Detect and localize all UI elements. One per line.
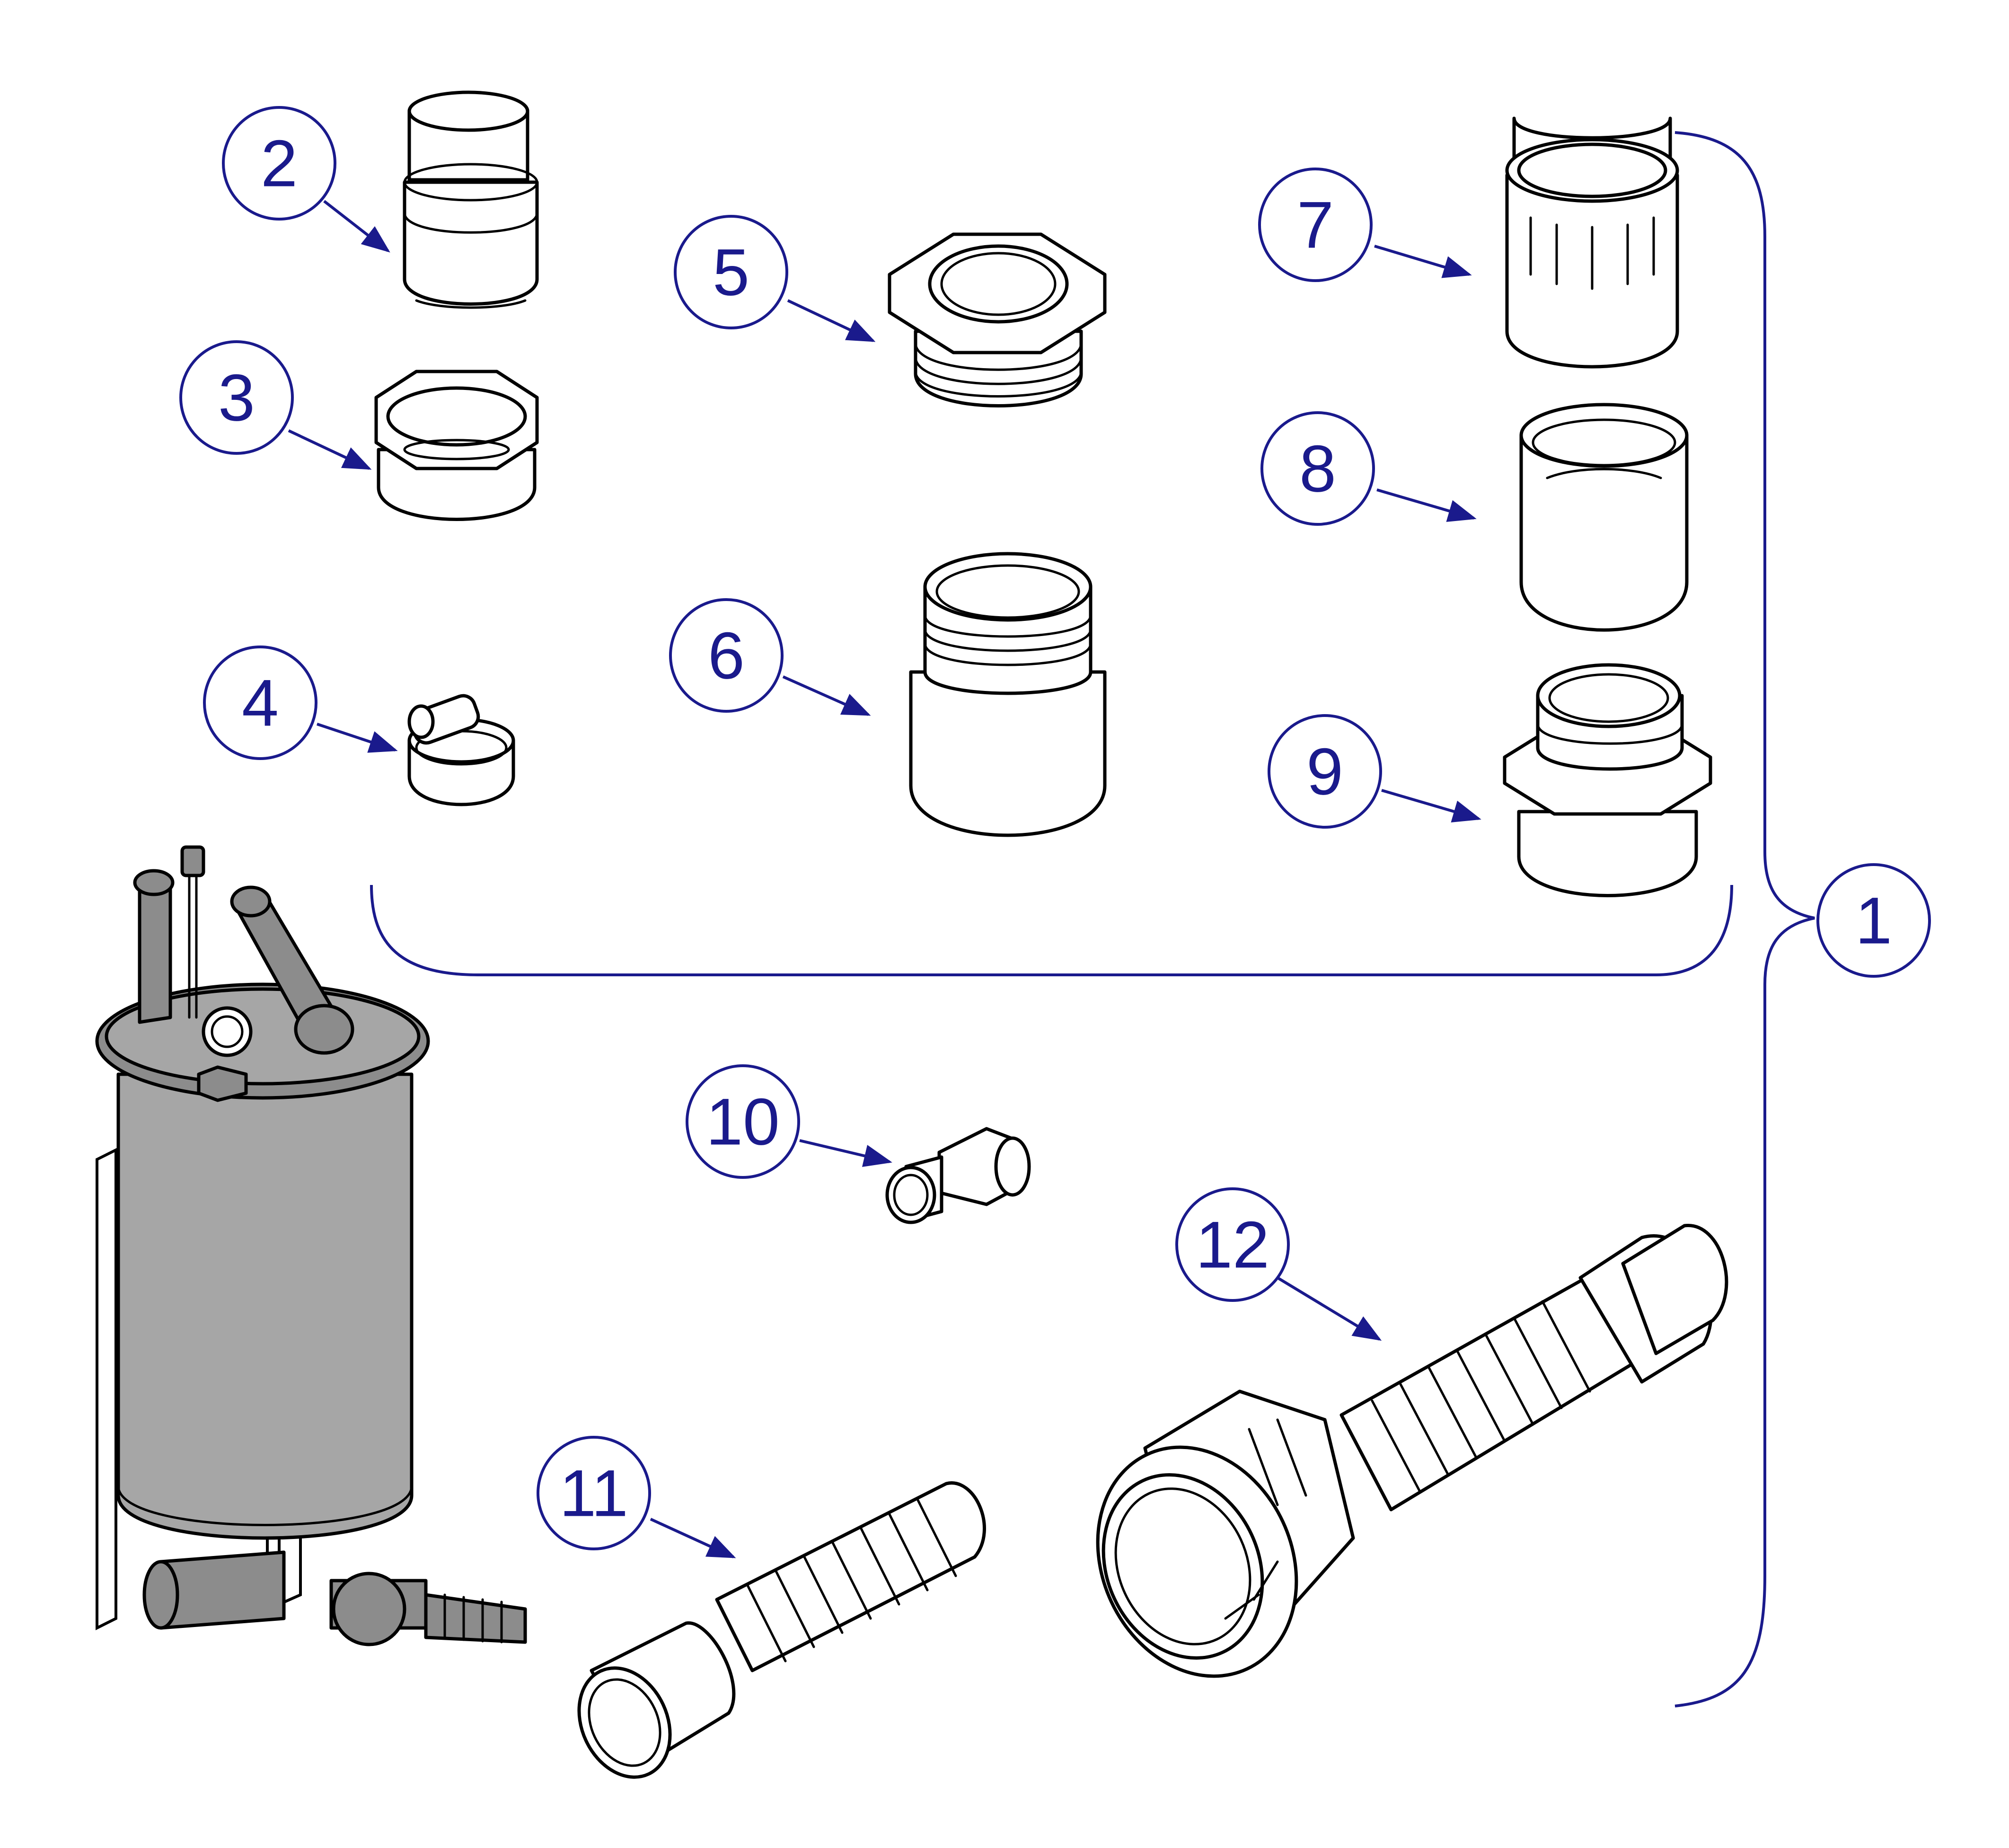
leader-arrow-10 bbox=[799, 1139, 892, 1167]
callout-4: 4 bbox=[203, 645, 317, 760]
part-4-hose-clamp bbox=[407, 694, 515, 806]
callout-label-10: 10 bbox=[706, 1085, 780, 1159]
leader-arrow-2 bbox=[323, 200, 390, 253]
part-7-union-coupling bbox=[1505, 116, 1679, 369]
callout-11: 11 bbox=[537, 1436, 651, 1550]
callout-10: 10 bbox=[686, 1064, 800, 1179]
callout-5: 5 bbox=[674, 215, 788, 329]
leader-arrow-4 bbox=[317, 723, 398, 753]
part-9-hex-threaded-adapter bbox=[1503, 663, 1712, 897]
tank-assembly bbox=[95, 845, 527, 1646]
callout-label-8: 8 bbox=[1299, 432, 1336, 506]
part-8-plain-coupling bbox=[1519, 403, 1689, 632]
part-11-flexible-hose bbox=[577, 1481, 986, 1779]
leader-arrows bbox=[288, 200, 1481, 1558]
leader-arrow-6 bbox=[782, 675, 871, 716]
leader-arrow-3 bbox=[288, 429, 372, 470]
callout-label-11: 11 bbox=[559, 1456, 628, 1530]
callout-label-12: 12 bbox=[1196, 1208, 1269, 1282]
part-2-pipe-adapter bbox=[403, 90, 539, 309]
callout-3: 3 bbox=[179, 340, 294, 455]
leader-arrow-8 bbox=[1376, 488, 1477, 522]
callout-label-9: 9 bbox=[1306, 734, 1343, 809]
callout-label-5: 5 bbox=[713, 235, 749, 309]
leader-arrow-12 bbox=[1277, 1276, 1382, 1341]
callout-label-2: 2 bbox=[261, 126, 298, 201]
part-6-threaded-adapter bbox=[909, 552, 1107, 837]
callout-9: 9 bbox=[1268, 714, 1382, 829]
leader-arrow-11 bbox=[650, 1518, 736, 1558]
callout-label-7: 7 bbox=[1297, 188, 1334, 262]
kit-bracket-right bbox=[1674, 131, 1815, 1707]
callout-2: 2 bbox=[222, 106, 336, 221]
callout-label-3: 3 bbox=[218, 361, 255, 435]
callout-1: 1 bbox=[1816, 863, 1931, 978]
callout-8: 8 bbox=[1260, 411, 1375, 526]
callout-7: 7 bbox=[1258, 168, 1373, 282]
leader-arrow-5 bbox=[787, 299, 876, 342]
callout-12: 12 bbox=[1175, 1187, 1290, 1302]
part-3-hex-bushing bbox=[374, 370, 539, 521]
callout-label-6: 6 bbox=[708, 619, 745, 693]
leader-arrow-7 bbox=[1374, 245, 1472, 278]
callout-label-4: 4 bbox=[242, 666, 279, 740]
leader-arrow-9 bbox=[1381, 789, 1481, 822]
kit-bracket-bottom bbox=[370, 884, 1733, 976]
callout-6: 6 bbox=[669, 598, 784, 713]
part-5-hex-nipple bbox=[888, 232, 1107, 407]
part-10-small-hex-nipple bbox=[885, 1127, 1031, 1224]
part-12-union-hose-assembly bbox=[1096, 1224, 1728, 1678]
callout-label-1: 1 bbox=[1855, 884, 1892, 958]
